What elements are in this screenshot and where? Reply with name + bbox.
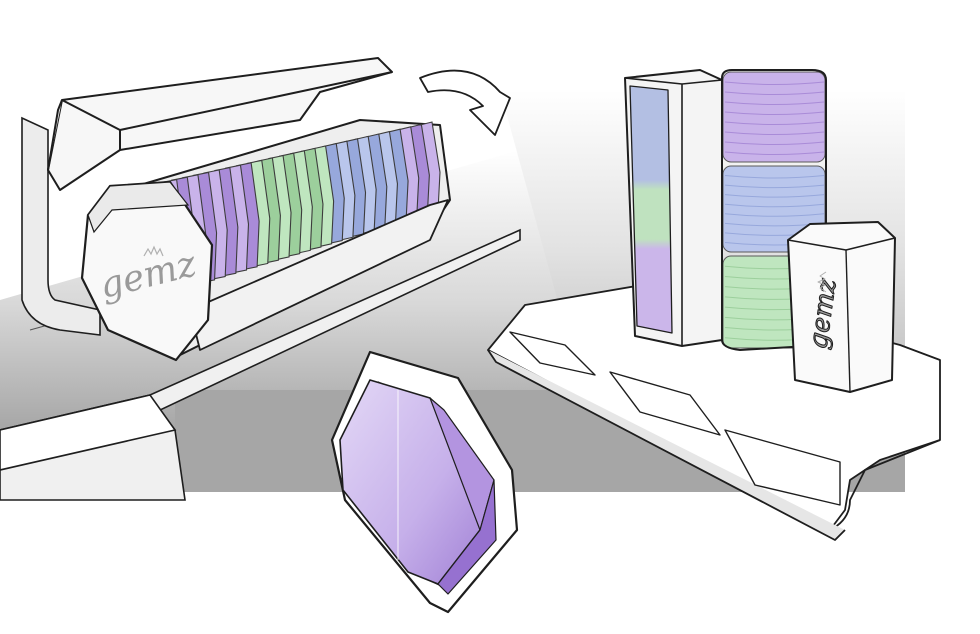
gem-stack-tile-edge xyxy=(724,175,825,179)
gem-stack-tile-edge xyxy=(724,101,825,105)
gem-stack-section xyxy=(722,71,826,163)
gem-stack-tile-edge xyxy=(724,151,825,155)
gem-stack-tile-edge xyxy=(724,131,825,135)
shelf-label-slot-1 xyxy=(509,331,596,376)
gem-stack-tile-edge xyxy=(724,111,825,115)
gem-stack-tile-edge xyxy=(724,213,825,217)
gem-stack-tile-edge xyxy=(724,91,825,95)
gem-dispenser: gemz xyxy=(80,119,451,362)
tower-window xyxy=(629,85,673,334)
crown-icon xyxy=(817,271,827,293)
storage-tower xyxy=(624,69,723,347)
gem-stack-tile-edge xyxy=(724,121,825,125)
rotation-arrow-icon xyxy=(419,69,511,136)
gem-stack-tile-edge xyxy=(724,203,825,208)
gem-stack-tile-edge xyxy=(724,194,825,198)
gem-stack-tile-edge xyxy=(724,81,825,85)
shelf-label-slot-2 xyxy=(609,371,721,436)
gem-canister: gemz xyxy=(787,221,896,393)
shelf-label-slot-3 xyxy=(724,429,841,506)
gem-stack-tile-edge xyxy=(724,184,825,189)
single-gem-tile xyxy=(330,350,519,614)
gem-stack-tile-edge xyxy=(724,141,825,145)
crown-icon xyxy=(143,245,164,257)
dispenser-lid xyxy=(47,57,393,191)
